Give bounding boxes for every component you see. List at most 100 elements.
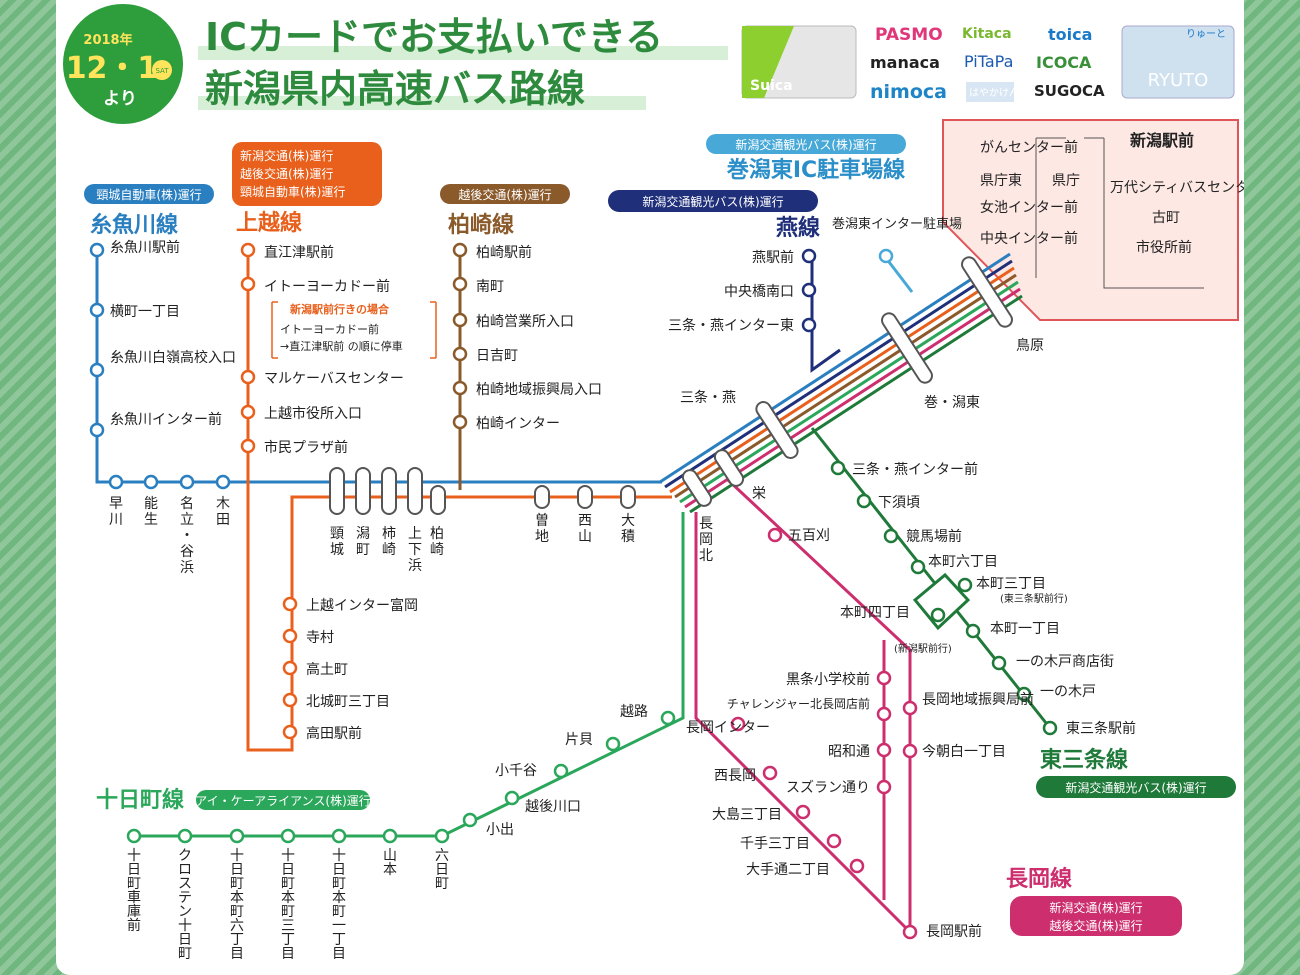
higashisanjo-operator: 新潟交通観光バス(株)運行 bbox=[1065, 780, 1206, 795]
stop-label: 巻・潟東 bbox=[924, 395, 980, 411]
badge-date: 12・1 bbox=[66, 51, 159, 86]
makiigata-line-name: 巻潟東IC駐車場線 bbox=[727, 157, 905, 183]
badge-sat: SAT bbox=[155, 67, 169, 75]
higashisanjo-stop-marker bbox=[1042, 720, 1058, 736]
nagaoka-stop-marker bbox=[795, 804, 811, 820]
higashisanjo-stop-marker bbox=[830, 460, 846, 476]
stop-label: 越路 bbox=[620, 704, 648, 720]
stop-label: イトーヨーカドー前 bbox=[264, 278, 390, 295]
stop-label: 本町六丁目 bbox=[928, 554, 998, 570]
itoigawa-stop-marker bbox=[215, 474, 231, 490]
stop-label: 北城町三丁目 bbox=[306, 694, 390, 710]
joetsu-note-body: イトーヨーカドー前 bbox=[280, 322, 379, 336]
stop-label: 三条・燕インター東 bbox=[668, 317, 794, 334]
vertical-stop-label: 十日町本町六丁目 bbox=[230, 848, 244, 962]
tokamachi-stop-marker bbox=[660, 710, 676, 726]
itoigawa-stop-marker bbox=[89, 362, 105, 378]
vertical-stop-label: 名立・谷浜 bbox=[180, 496, 194, 576]
itoigawa-line-name: 糸魚川線 bbox=[90, 212, 178, 238]
tsubame-operator: 新潟交通観光バス(株)運行 bbox=[642, 194, 783, 209]
card-manaca: manaca bbox=[870, 53, 940, 72]
card-nimoca: nimoca bbox=[870, 81, 947, 103]
ic-card-logos: Suica PASMO Kitaca toica manaca PiTaPa I… bbox=[741, 25, 1235, 103]
joetsu-stop-marker bbox=[240, 369, 256, 385]
kashiwazaki-stop-marker bbox=[452, 346, 468, 362]
stop-label: 中央橋南口 bbox=[724, 284, 794, 300]
stop-label: 上越市役所入口 bbox=[264, 405, 362, 422]
joetsu-stop-marker bbox=[282, 692, 298, 708]
ryuto-card-icon bbox=[1121, 25, 1235, 99]
kashiwazaki-operator: 越後交通(株)運行 bbox=[458, 187, 551, 202]
itoigawa-stop-marker bbox=[89, 422, 105, 438]
joetsu-stop-marker bbox=[282, 724, 298, 740]
joetsu-operator-3: 頸城自動車(株)運行 bbox=[240, 184, 345, 199]
stop-label: 黒条小学校前 bbox=[786, 671, 870, 688]
joetsu-note-title: 新潟駅前行きの場合 bbox=[290, 302, 390, 316]
tokamachi-stop-marker bbox=[331, 828, 347, 844]
higashisanjo-stop-marker bbox=[883, 528, 899, 544]
itoigawa-stop-marker bbox=[143, 474, 159, 490]
stop-label: 昭和通 bbox=[828, 744, 870, 760]
stop-label: 柏崎営業所入口 bbox=[476, 314, 574, 330]
kashiwazaki-stop-marker bbox=[452, 380, 468, 396]
vertical-stop-label: 六日町 bbox=[435, 848, 449, 892]
nagaoka-stop-marker bbox=[826, 833, 842, 849]
stop-label: 中央インター前 bbox=[980, 230, 1078, 247]
nagaoka-stop-marker bbox=[876, 706, 892, 722]
nagaoka-stop-marker bbox=[902, 924, 918, 940]
stop-label: 柏崎インター bbox=[476, 416, 560, 432]
date-badge: 2018年 12・1 SAT より bbox=[63, 4, 183, 124]
tokamachi-stop-marker bbox=[280, 828, 296, 844]
stop-label: 越後川口 bbox=[525, 799, 581, 815]
stop-label: 長岡インター bbox=[686, 720, 770, 736]
trunk-capsules bbox=[329, 256, 1013, 515]
stop-label: 寺村 bbox=[306, 630, 334, 646]
higashisanjo-stop-labels: 三条・燕インター前 下須頃 競馬場前 本町六丁目 本町三丁目 (東三条駅前行) … bbox=[840, 461, 1136, 737]
higashisanjo-stop-marker bbox=[965, 623, 981, 639]
stop-label: 今朝白一丁目 bbox=[922, 744, 1006, 760]
vertical-stop-label: 柿崎 bbox=[382, 525, 396, 558]
stop-markers bbox=[89, 242, 1058, 940]
kashiwazaki-line-name: 柏崎線 bbox=[448, 212, 514, 238]
stop-label: 五百刈 bbox=[788, 528, 830, 544]
nagaoka-operator-2: 越後交通(株)運行 bbox=[1049, 918, 1142, 933]
stop-label: 横町一丁目 bbox=[110, 304, 180, 320]
joetsu-stop-marker bbox=[282, 628, 298, 644]
tsubame-stop-labels: 燕駅前 中央橋南口 三条・燕インター東 bbox=[668, 249, 794, 334]
vertical-stop-label: 十日町車庫前 bbox=[127, 848, 141, 934]
higashisanjo-note: (新潟駅前行) bbox=[894, 642, 952, 655]
title-line-1: ICカードでお支払いできる bbox=[205, 15, 663, 59]
stop-label: 小出 bbox=[486, 822, 514, 838]
badge-year: 2018年 bbox=[83, 32, 132, 48]
vertical-stop-label: 頸城 bbox=[330, 526, 344, 558]
tokamachi-stop-marker bbox=[605, 736, 621, 752]
joetsu-stop-marker bbox=[240, 242, 256, 258]
itoigawa-stop-marker bbox=[89, 302, 105, 318]
stop-label: 栄 bbox=[752, 486, 766, 502]
stop-label: 西長岡 bbox=[714, 768, 756, 784]
vertical-stop-label: 曽地 bbox=[535, 513, 549, 545]
stop-label: 競馬場前 bbox=[906, 528, 962, 545]
higashisanjo-stop-marker bbox=[991, 655, 1007, 671]
card-ryuto: RYUTO bbox=[1148, 70, 1209, 91]
makiigata-stop-label: 巻潟東インター駐車場 bbox=[832, 216, 962, 232]
vertical-stop-label: 能生 bbox=[144, 496, 158, 528]
tsubame-stop-marker bbox=[801, 248, 817, 264]
stop-label: スズラン通り bbox=[786, 780, 870, 796]
niigata-stop-labels: 新潟駅前 がんセンター前 県庁東 県庁 女池インター前 中央インター前 万代シテ… bbox=[980, 131, 1244, 289]
tokamachi-line-name: 十日町線 bbox=[96, 787, 184, 813]
joetsu-operator-1: 新潟交通(株)運行 bbox=[240, 148, 333, 163]
vertical-stop-label: 上下浜 bbox=[408, 526, 422, 574]
vertical-stop-label: クロステン十日町 bbox=[178, 848, 192, 962]
vertical-stop-labels: 早川能生名立・谷浜木田頸城潟町柿崎上下浜柏崎曽地西山大積長岡北六日町山本十日町本… bbox=[109, 496, 713, 962]
stop-label: 直江津駅前 bbox=[264, 244, 334, 261]
nagaoka-stop-marker bbox=[902, 743, 918, 759]
tsubame-route bbox=[810, 256, 841, 373]
stop-label: 糸魚川白嶺高校入口 bbox=[110, 349, 236, 366]
tokamachi-stop-marker bbox=[504, 790, 520, 806]
stop-label: 県庁東 bbox=[980, 173, 1022, 189]
tokamachi-stop-marker bbox=[229, 828, 245, 844]
stop-label: 東三条駅前 bbox=[1066, 720, 1136, 737]
tokamachi-stop-marker bbox=[462, 812, 478, 828]
card-toica: toica bbox=[1048, 25, 1092, 44]
